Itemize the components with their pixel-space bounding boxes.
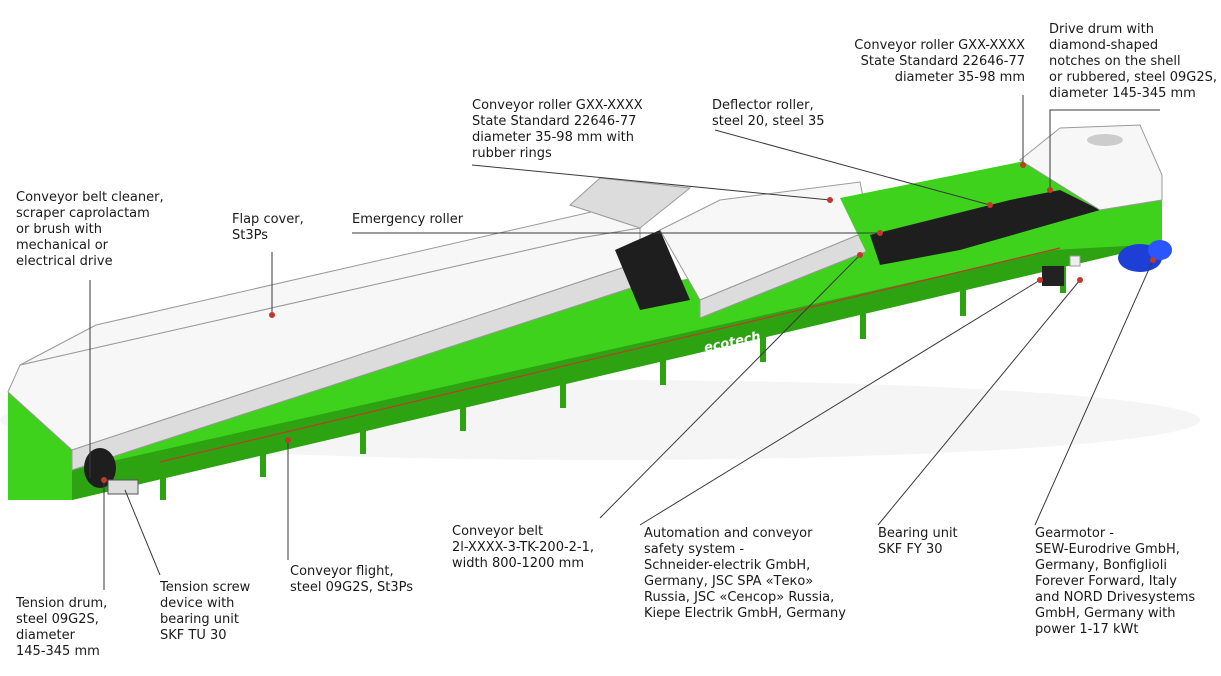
frame-leg — [260, 437, 266, 477]
frame-leg — [660, 345, 666, 385]
frame-leg — [960, 276, 966, 316]
belt-center-line — [159, 247, 1061, 463]
label-deflector-roller: Deflector roller, steel 20, steel 35 — [712, 98, 825, 129]
leader-deflector — [714, 129, 991, 206]
frame-leg — [160, 460, 166, 500]
frame-leg — [560, 368, 566, 408]
label-belt-cleaner: Conveyor belt cleaner, scraper caprolact… — [16, 190, 164, 269]
label-flap-cover: Flap cover, St3Ps — [232, 212, 304, 243]
label-gearmotor: Gearmotor - SEW-Eurodrive GmbH, Germany,… — [1035, 526, 1196, 637]
frame-legs — [160, 253, 1066, 500]
label-tension-screw: Tension screw device with bearing unit S… — [160, 580, 251, 643]
leader-bearing — [877, 279, 1081, 526]
label-emergency-roller: Emergency roller — [352, 212, 464, 227]
label-drive-drum: Drive drum with diamond-shaped notches o… — [1049, 22, 1217, 101]
control-box — [1042, 266, 1064, 286]
frame-leg — [860, 299, 866, 339]
leader-automation — [639, 279, 1041, 526]
leader-lines — [89, 95, 1160, 590]
tension-drum — [84, 448, 116, 488]
leader-roller-rubber — [471, 164, 831, 201]
gearmotor-cap — [1148, 240, 1172, 260]
leader-dots — [101, 162, 1156, 483]
housing-port — [1087, 134, 1123, 146]
leader-tension-screw — [124, 489, 161, 576]
label-roller-top: Conveyor roller GXX-XXXX State Standard … — [854, 38, 1025, 85]
tension-screw-device — [107, 479, 139, 495]
open-flap — [569, 177, 692, 229]
leader-conveyor-belt — [599, 254, 861, 519]
switch-box — [1069, 255, 1081, 267]
frame-leg — [760, 322, 766, 362]
frame-leg — [360, 414, 366, 454]
exposed-belt — [615, 230, 690, 310]
label-bearing-unit: Bearing unit SKF FY 30 — [878, 526, 958, 557]
label-roller-rubber: Conveyor roller GXX-XXXX State Standard … — [472, 98, 643, 161]
leader-drive-drum — [1049, 109, 1160, 190]
label-tension-drum: Tension drum, steel 09G2S, diameter 145-… — [16, 596, 108, 659]
drive-drum-housing — [1019, 124, 1163, 211]
frame-leg — [460, 391, 466, 431]
drive-belt-loop — [870, 190, 1100, 265]
label-conveyor-belt: Conveyor belt 2l-XXXX-3-TK-200-2-1, widt… — [452, 524, 595, 571]
label-conveyor-flight: Conveyor flight, steel 09G2S, St3Ps — [290, 564, 414, 595]
label-automation: Automation and conveyor safety system - … — [644, 526, 846, 621]
frame-bottom-rail — [72, 226, 1162, 500]
leader-gearmotor — [1034, 259, 1154, 526]
